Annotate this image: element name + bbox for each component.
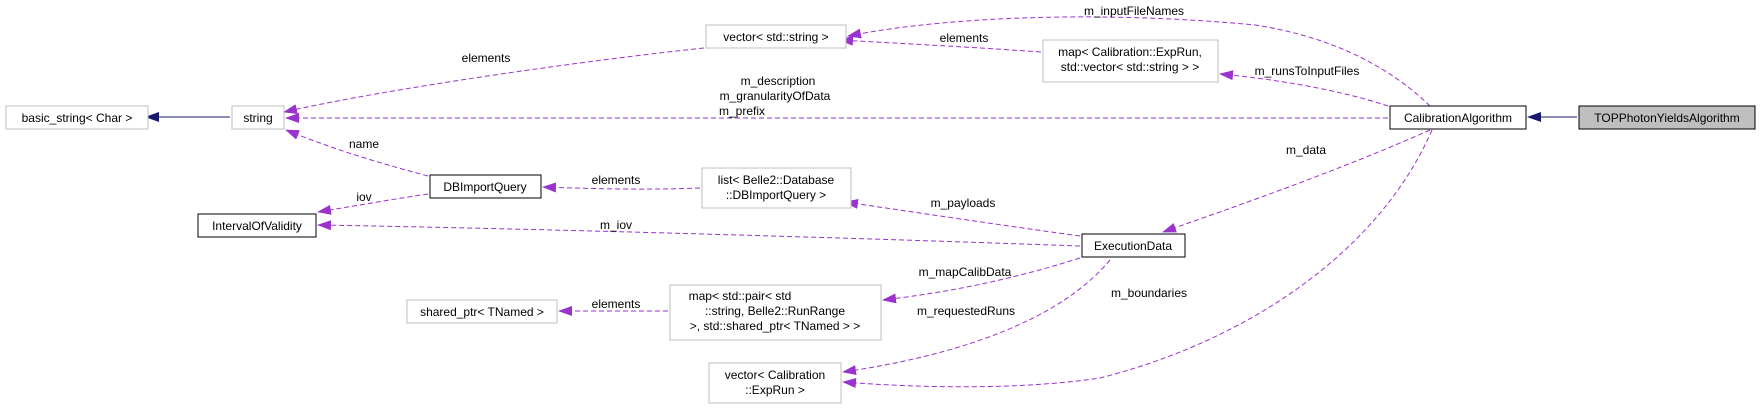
node-map-pair[interactable]: map< std::pair< std ::string, Belle2::Ru…: [669, 284, 882, 341]
node-calibration-algorithm[interactable]: CalibrationAlgorithm: [1389, 105, 1527, 130]
edge-m-payloads: [844, 198, 1081, 237]
edge-elements-map-to-vector: [839, 35, 1042, 53]
node-map-pair-label-1: map< std::pair< std: [689, 289, 792, 303]
node-shared-ptr[interactable]: shared_ptr< TNamed >: [406, 299, 558, 324]
edge-m-runstoinputfiles: [1219, 70, 1389, 107]
edge-label-m-inputfilenames: m_inputFileNames: [1084, 4, 1184, 18]
nodes: basic_string< Char > string IntervalOfVa…: [5, 24, 1756, 404]
edge-label-m-requestedruns: m_requestedRuns: [917, 304, 1015, 318]
edge-label-m-mapcalibdata: m_mapCalibData: [919, 265, 1012, 279]
edge-name: [285, 129, 429, 177]
edge-label-elements-map-exprun: elements: [940, 31, 989, 45]
edge-label-m-payloads: m_payloads: [931, 196, 996, 210]
edge-label-m-granularityofdata: m_granularityOfData: [720, 89, 831, 103]
node-list-dbimportquery[interactable]: list< Belle2::Database ::DBImportQuery >: [701, 167, 852, 209]
edges: [145, 16, 1577, 388]
edge-label-m-data: m_data: [1286, 143, 1326, 157]
node-dbimportquery[interactable]: DBImportQuery: [429, 174, 542, 199]
edge-label-m-runstoinputfiles: m_runsToInputFiles: [1255, 64, 1360, 78]
edge-m-mapcalibdata: [882, 257, 1081, 304]
edge-m-iov: [317, 220, 1081, 247]
node-string-label: string: [243, 111, 272, 125]
node-dbimportquery-label: DBImportQuery: [443, 180, 526, 194]
node-basic-string[interactable]: basic_string< Char >: [5, 105, 149, 130]
edge-label-iov: iov: [356, 190, 371, 204]
node-top-photon-yields-algorithm-label: TOPPhotonYieldsAlgorithm: [1594, 111, 1739, 125]
node-execution-data-label: ExecutionData: [1094, 239, 1172, 253]
edge-label-m-boundaries: m_boundaries: [1111, 286, 1187, 300]
edge-labels: m_inputFileNames elements elements m_run…: [349, 4, 1359, 318]
node-vector-exprun-label-2: ::ExpRun >: [745, 383, 805, 397]
node-list-dbimportquery-label-2: ::DBImportQuery >: [726, 188, 826, 202]
node-basic-string-label: basic_string< Char >: [22, 111, 133, 125]
node-execution-data[interactable]: ExecutionData: [1081, 233, 1186, 258]
edge-m-inputfilenames: [847, 16, 1431, 107]
edge-elements-list-to-dbimportquery: [542, 182, 701, 193]
node-list-dbimportquery-label-1: list< Belle2::Database: [718, 173, 835, 187]
node-interval-of-validity-label: IntervalOfValidity: [212, 219, 302, 233]
node-map-exprun[interactable]: map< Calibration::ExpRun, std::vector< s…: [1042, 39, 1219, 83]
node-map-exprun-label-2: std::vector< std::string > >: [1061, 60, 1199, 74]
edge-label-elements-list: elements: [592, 173, 641, 187]
node-vector-exprun[interactable]: vector< Calibration ::ExpRun >: [708, 362, 842, 404]
node-vector-exprun-label-1: vector< Calibration: [725, 368, 825, 382]
edge-label-elements-shared-ptr: elements: [592, 297, 641, 311]
node-map-pair-label-3: >, std::shared_ptr< TNamed > >: [690, 319, 861, 333]
node-shared-ptr-label: shared_ptr< TNamed >: [420, 305, 544, 319]
edge-label-m-iov: m_iov: [600, 218, 632, 232]
edge-label-name: name: [349, 137, 379, 151]
node-calibration-algorithm-label: CalibrationAlgorithm: [1404, 111, 1512, 125]
edge-label-elements-vector-string: elements: [462, 51, 511, 65]
node-map-pair-label-2: ::string, Belle2::RunRange: [705, 304, 845, 318]
node-top-photon-yields-algorithm[interactable]: TOPPhotonYieldsAlgorithm: [1578, 105, 1756, 130]
node-vector-string-label: vector< std::string >: [723, 30, 828, 44]
node-interval-of-validity[interactable]: IntervalOfValidity: [197, 213, 317, 238]
edge-iov: [317, 193, 429, 215]
edge-m-boundaries: [842, 129, 1433, 388]
edge-elements-vector-to-string: [283, 47, 705, 115]
edge-label-m-prefix: m_prefix: [719, 104, 765, 118]
node-map-exprun-label-1: map< Calibration::ExpRun,: [1058, 45, 1202, 59]
node-string[interactable]: string: [231, 105, 285, 130]
edge-m-requestedruns: [842, 259, 1111, 376]
edge-label-m-description: m_description: [741, 74, 816, 88]
node-vector-string[interactable]: vector< std::string >: [705, 24, 847, 49]
